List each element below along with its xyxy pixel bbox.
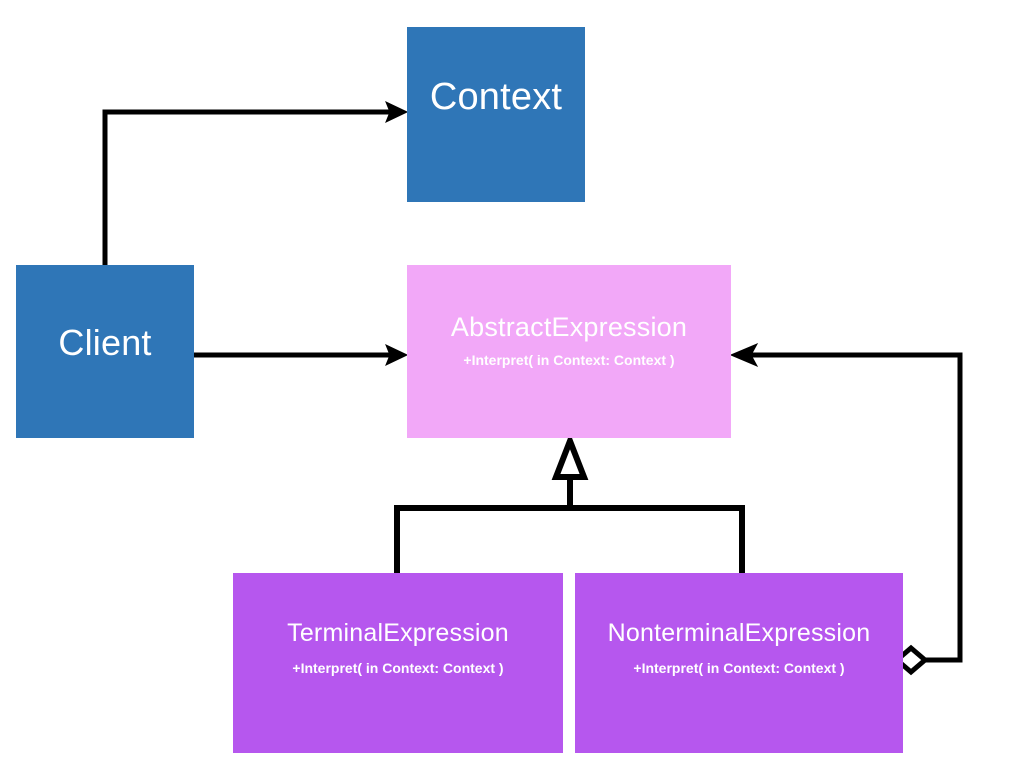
class-name-terminal-expression: TerminalExpression [287,618,509,647]
class-method-abstract-expression: +Interpret( in Context: Context ) [463,351,675,368]
hollow-triangle-icon [551,432,589,480]
class-name-abstract-expression: AbstractExpression [450,311,688,342]
connector-client-to-abstract-expression [191,343,409,367]
connector-generalization-fork [394,432,745,573]
class-box-terminal-expression[interactable]: TerminalExpression +Interpret( in Contex… [233,573,563,753]
open-arrow-icon [729,342,759,368]
class-box-context[interactable]: Context [407,27,585,202]
class-box-nonterminal-expression[interactable]: NonterminalExpression +Interpret( in Con… [575,573,903,753]
class-method-nonterminal-expression: +Interpret( in Context: Context ) [633,660,845,677]
connector-line [394,505,745,573]
class-name-nonterminal-expression: NonterminalExpression [607,618,871,647]
class-name-context: Context [429,75,563,118]
class-name-client: Client [58,321,152,363]
class-box-abstract-expression[interactable]: AbstractExpression +Interpret( in Contex… [407,265,731,438]
class-method-terminal-expression: +Interpret( in Context: Context ) [292,660,504,677]
open-arrow-icon [385,100,409,124]
class-box-client[interactable]: Client [16,265,194,438]
connector-line [102,109,395,268]
open-arrow-icon [385,343,409,367]
connector-client-to-context [102,100,409,268]
